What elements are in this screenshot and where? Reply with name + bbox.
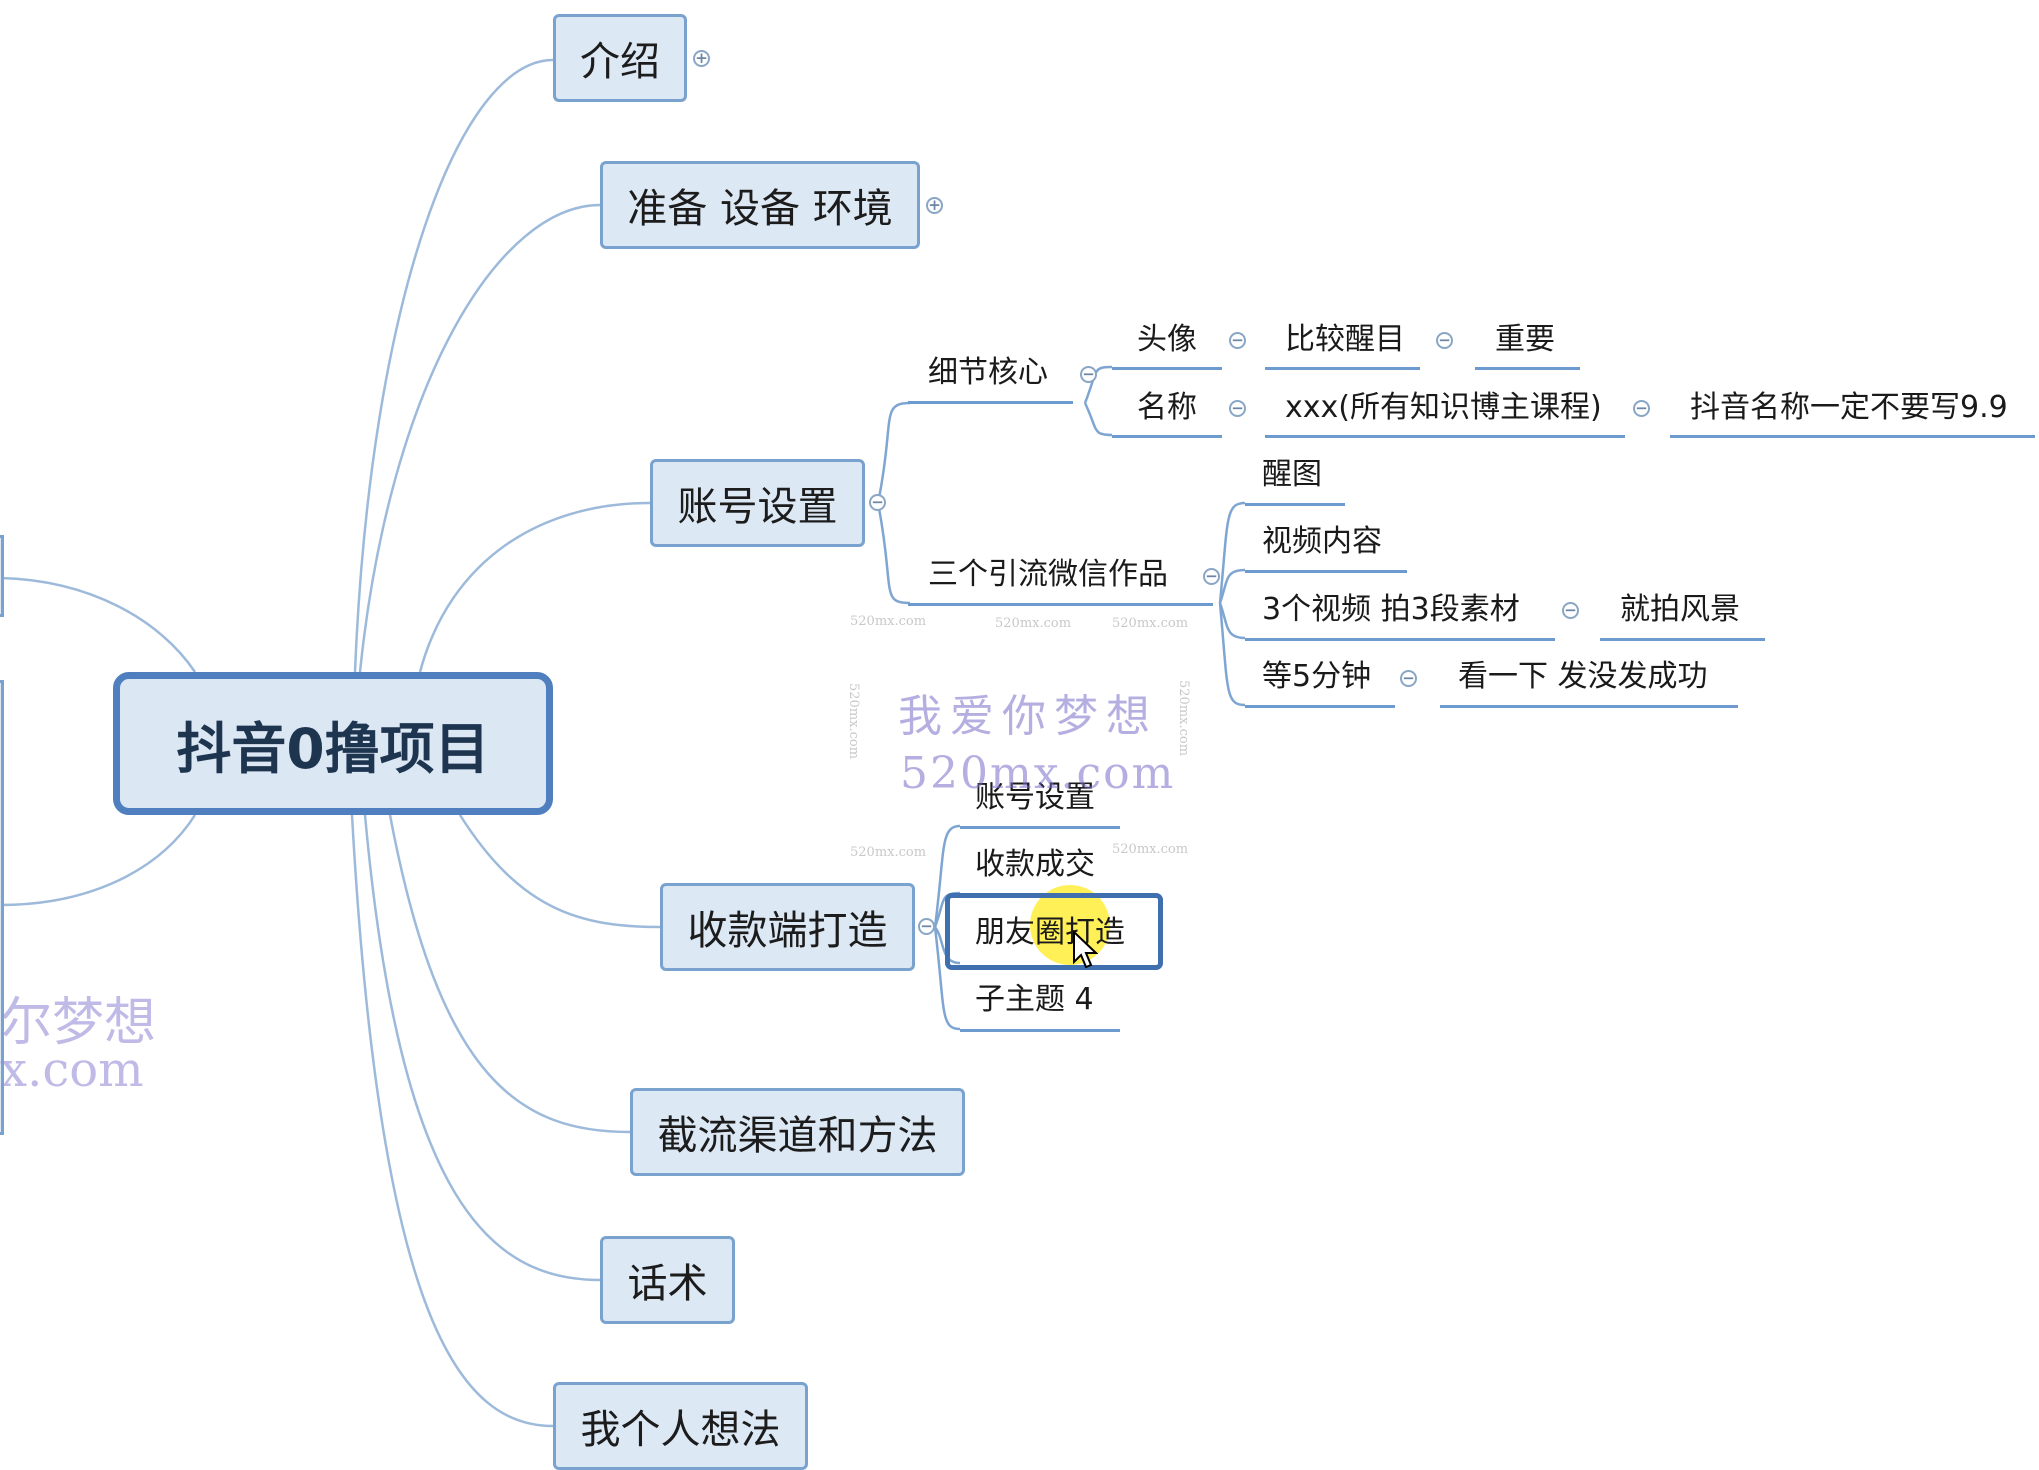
collapse-three-works-icon[interactable]: − [1203,568,1220,585]
left-partial-node-lower[interactable] [0,680,4,1135]
branch-prep-label: 准备 设备 环境 [627,186,893,232]
link-works-item2 [1218,568,1246,604]
subtopic-underline [1112,435,1222,438]
subtopic-underline [1245,503,1345,506]
branch-traffic[interactable]: 截流渠道和方法 [630,1088,965,1176]
link-pay-item4 [933,926,961,1031]
branch-intro-label: 介绍 [580,39,660,85]
subtopic-underline [960,826,1120,829]
watermark-small-vertical: 520mx.com [846,683,861,760]
selected-topic-frame[interactable] [945,893,1163,970]
link-works-item4 [1218,602,1246,707]
collapse-payment-icon[interactable]: − [918,918,935,935]
subtopic-avatar[interactable]: 头像 [1137,322,1197,357]
branch-account-label: 账号设置 [677,484,838,530]
subtopic-moments[interactable]: 朋友圈打造 [975,915,1125,950]
watermark-small: 520mx.com [850,614,927,629]
subtopic-name-value[interactable]: xxx(所有知识博主课程) [1285,390,1602,425]
collapse-eye-catching-icon[interactable]: − [1436,332,1453,349]
root-topic-label: 抖音0撸项目 [176,716,490,781]
subtopic-name-rule[interactable]: 抖音名称一定不要写9.9 [1690,390,2008,425]
root-topic[interactable]: 抖音0撸项目 [113,672,553,815]
subtopic-underline [1475,367,1580,370]
subtopic-underline [908,603,1213,606]
subtopic-eye-image[interactable]: 醒图 [1262,457,1322,492]
subtopic-wait-five[interactable]: 等5分钟 [1262,659,1372,694]
left-partial-node-upper[interactable] [0,535,4,617]
subtopic-eye-catching[interactable]: 比较醒目 [1285,322,1405,357]
subtopic-4[interactable]: 子主题 4 [975,982,1094,1017]
watermark-small: 520mx.com [995,616,1072,631]
subtopic-check-posted[interactable]: 看一下 发没发成功 [1458,659,1708,694]
collapse-detail-icon[interactable]: − [1080,366,1097,383]
collapse-name-value-icon[interactable]: − [1633,400,1650,417]
branch-script[interactable]: 话术 [600,1236,735,1324]
subtopic-video-content[interactable]: 视频内容 [1262,524,1382,559]
branch-ideas-label: 我个人想法 [580,1407,781,1453]
mouse-cursor-icon [1073,930,1098,969]
link-root-left-lower [0,814,197,907]
branch-account[interactable]: 账号设置 [650,459,865,547]
subtopic-underline [1265,367,1420,370]
link-pay-item1 [933,824,961,928]
subtopic-scenery[interactable]: 就拍风景 [1620,592,1740,627]
subtopic-three-videos[interactable]: 3个视频 拍3段素材 [1262,592,1520,627]
link-root-left-upper [0,576,197,673]
branch-prep[interactable]: 准备 设备 环境 [600,161,920,249]
link-root-traffic [388,814,631,1134]
subtopic-underline [1245,705,1395,708]
link-root-script [363,814,601,1282]
watermark-domain: 520mx.com [900,748,1176,799]
subtopic-underline [1245,638,1555,641]
link-root-account [418,501,651,673]
subtopic-underline [1245,570,1407,573]
branch-payment-label: 收款端打造 [687,908,888,954]
branch-intro[interactable]: 介绍 [553,14,687,102]
link-works-item1 [1218,501,1246,604]
collapse-three-videos-icon[interactable]: − [1562,602,1579,619]
subtopic-underline [908,401,1073,404]
watermark-small: 520mx.com [1112,842,1189,857]
branch-ideas[interactable]: 我个人想法 [553,1382,808,1470]
subtopic-account-setup[interactable]: 账号设置 [975,780,1095,815]
collapse-name-icon[interactable]: − [1229,400,1246,417]
link-pay-item3 [933,926,961,965]
subtopic-underline [1440,705,1738,708]
link-account-detail [876,401,911,504]
subtopic-detail-core[interactable]: 细节核心 [928,355,1048,390]
watermark-small-vertical: 520mx.com [1176,680,1191,757]
link-root-payment [458,814,661,929]
subtopic-underline [1670,435,2035,438]
watermark-small: 520mx.com [850,845,927,860]
link-detail-name [1083,402,1113,437]
link-account-works [876,502,911,605]
collapse-wait-five-icon[interactable]: − [1400,670,1417,687]
collapse-account-icon[interactable]: − [869,494,886,511]
subtopic-name[interactable]: 名称 [1137,390,1197,425]
watermark-text: 我爱你梦想 [898,691,1158,742]
collapse-avatar-icon[interactable]: − [1229,332,1246,349]
subtopic-payment-deal[interactable]: 收款成交 [975,847,1095,882]
expand-intro-icon[interactable]: + [693,50,710,67]
branch-traffic-label: 截流渠道和方法 [657,1113,938,1159]
watermark-left-domain: x.com [0,1042,144,1098]
watermark-small: 520mx.com [1112,616,1189,631]
subtopic-underline [1600,638,1765,641]
subtopic-underline [1265,435,1625,438]
branch-script-label: 话术 [627,1261,708,1307]
branch-payment[interactable]: 收款端打造 [660,883,915,971]
subtopic-underline [960,1029,1120,1032]
subtopic-underline [1112,367,1222,370]
link-root-prep [358,203,601,673]
link-root-intro [353,58,554,673]
expand-prep-icon[interactable]: + [926,197,943,214]
watermark-left-text: 尔梦想 [0,993,157,1053]
link-root-ideas [350,814,554,1428]
subtopic-three-works[interactable]: 三个引流微信作品 [928,557,1168,592]
cursor-highlight [1030,885,1110,965]
subtopic-important[interactable]: 重要 [1495,322,1555,357]
